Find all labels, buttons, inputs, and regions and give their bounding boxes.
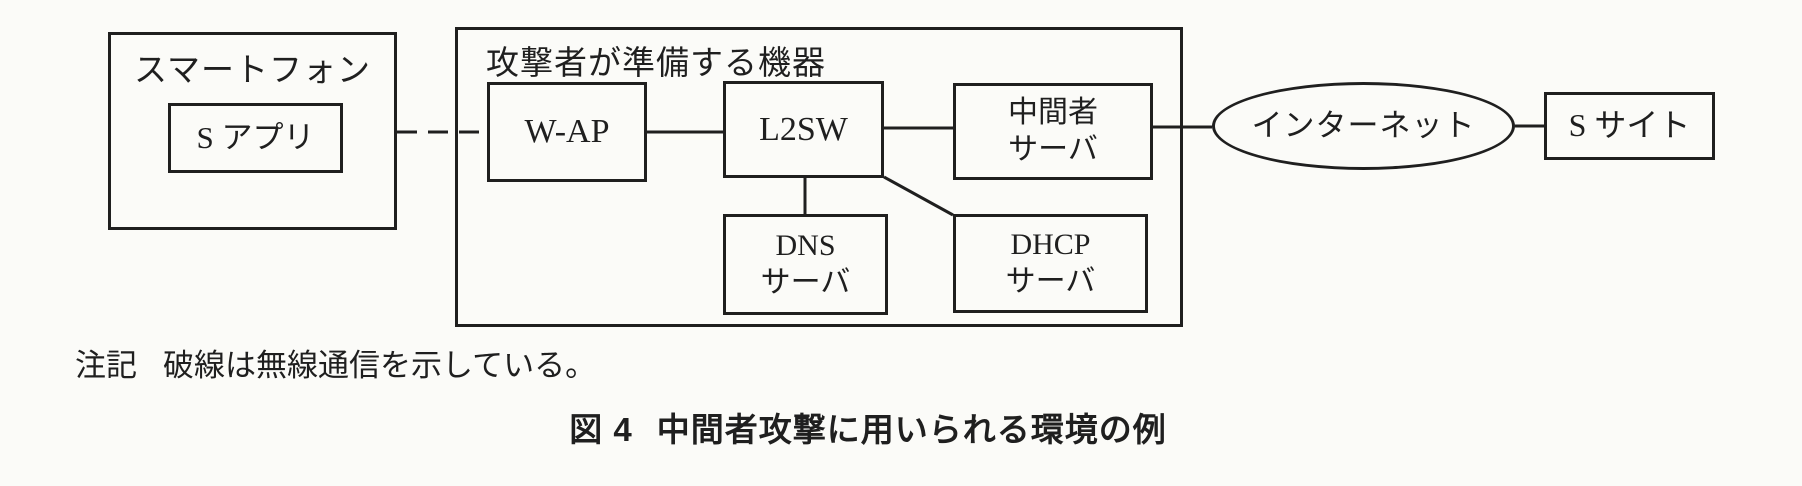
dhcp-server-node: DHCP サーバ: [953, 214, 1148, 313]
link-l2sw-dhcp-server: [883, 175, 954, 217]
w-ap-node: W-AP: [487, 82, 647, 182]
note-line: 注記破線は無線通信を示している。: [75, 340, 596, 385]
smartphone-node: スマートフォン S アプリ: [108, 32, 397, 230]
attacker-equipment-group: 攻撃者が準備する機器: [455, 27, 1183, 327]
note-text: 破線は無線通信を示している。: [163, 348, 597, 383]
figure-caption-number: 図 4: [569, 411, 633, 448]
internet-node: インターネット: [1212, 82, 1515, 170]
l2sw-node: L2SW: [723, 81, 884, 178]
mitm-server-node: 中間者 サーバ: [953, 83, 1153, 180]
dns-server-node: DNS サーバ: [723, 214, 888, 315]
smartphone-label: スマートフォン: [133, 53, 371, 89]
figure-caption-title: 中間者攻撃に用いられる環境の例: [656, 411, 1167, 448]
figure-caption: 図 4 中間者攻撃に用いられる環境の例: [569, 403, 1167, 451]
s-app-node: S アプリ: [168, 103, 343, 173]
attacker-group-label: 攻撃者が準備する機器: [486, 46, 826, 82]
s-site-node: S サイト: [1544, 92, 1715, 160]
note-label: 注記: [75, 348, 137, 383]
